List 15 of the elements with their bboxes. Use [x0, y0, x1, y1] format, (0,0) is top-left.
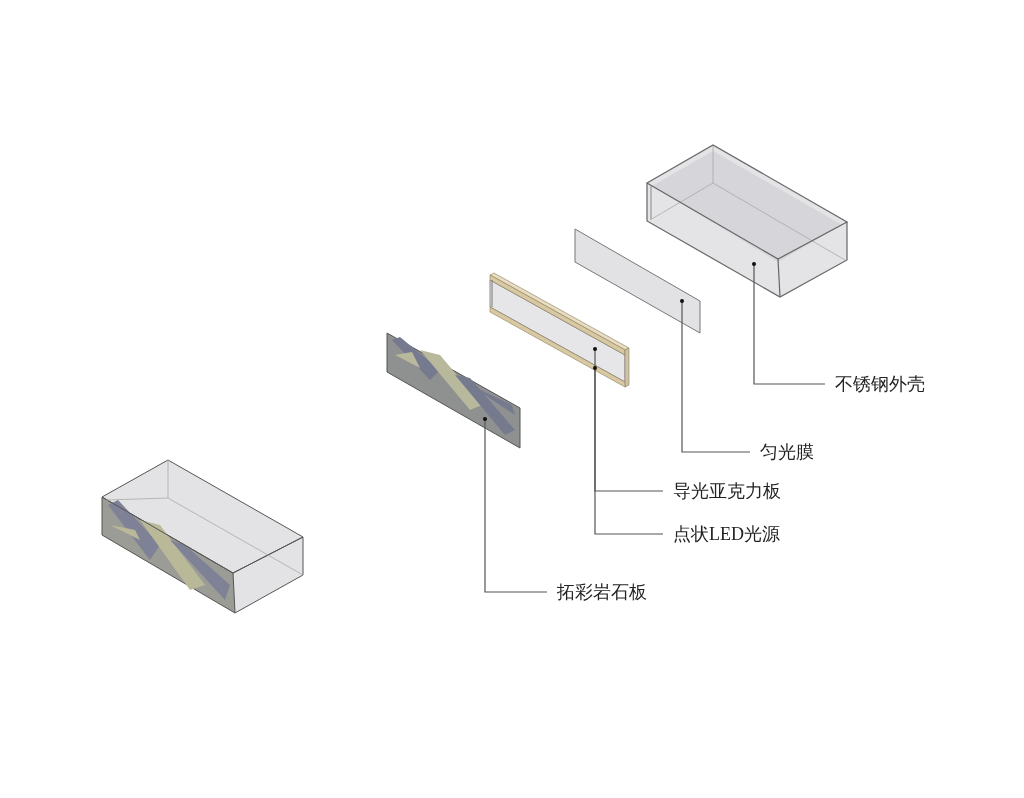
leader-line: [593, 347, 664, 492]
leader-line: [680, 299, 751, 453]
part-label: 点状LED光源: [673, 523, 780, 545]
panel: [574, 228, 701, 334]
panel: [386, 332, 521, 449]
light-strip: [489, 306, 626, 388]
leader-line: [483, 417, 548, 593]
part-label: 拓彩岩石板: [557, 581, 647, 603]
part-label: 匀光膜: [760, 441, 814, 463]
part-label: 导光亚克力板: [673, 480, 781, 502]
open-box: [645, 144, 849, 298]
leader-line: [752, 262, 826, 385]
panel: [489, 272, 630, 388]
leader-line: [593, 366, 664, 535]
part-label: 不锈钢外壳: [835, 373, 925, 395]
